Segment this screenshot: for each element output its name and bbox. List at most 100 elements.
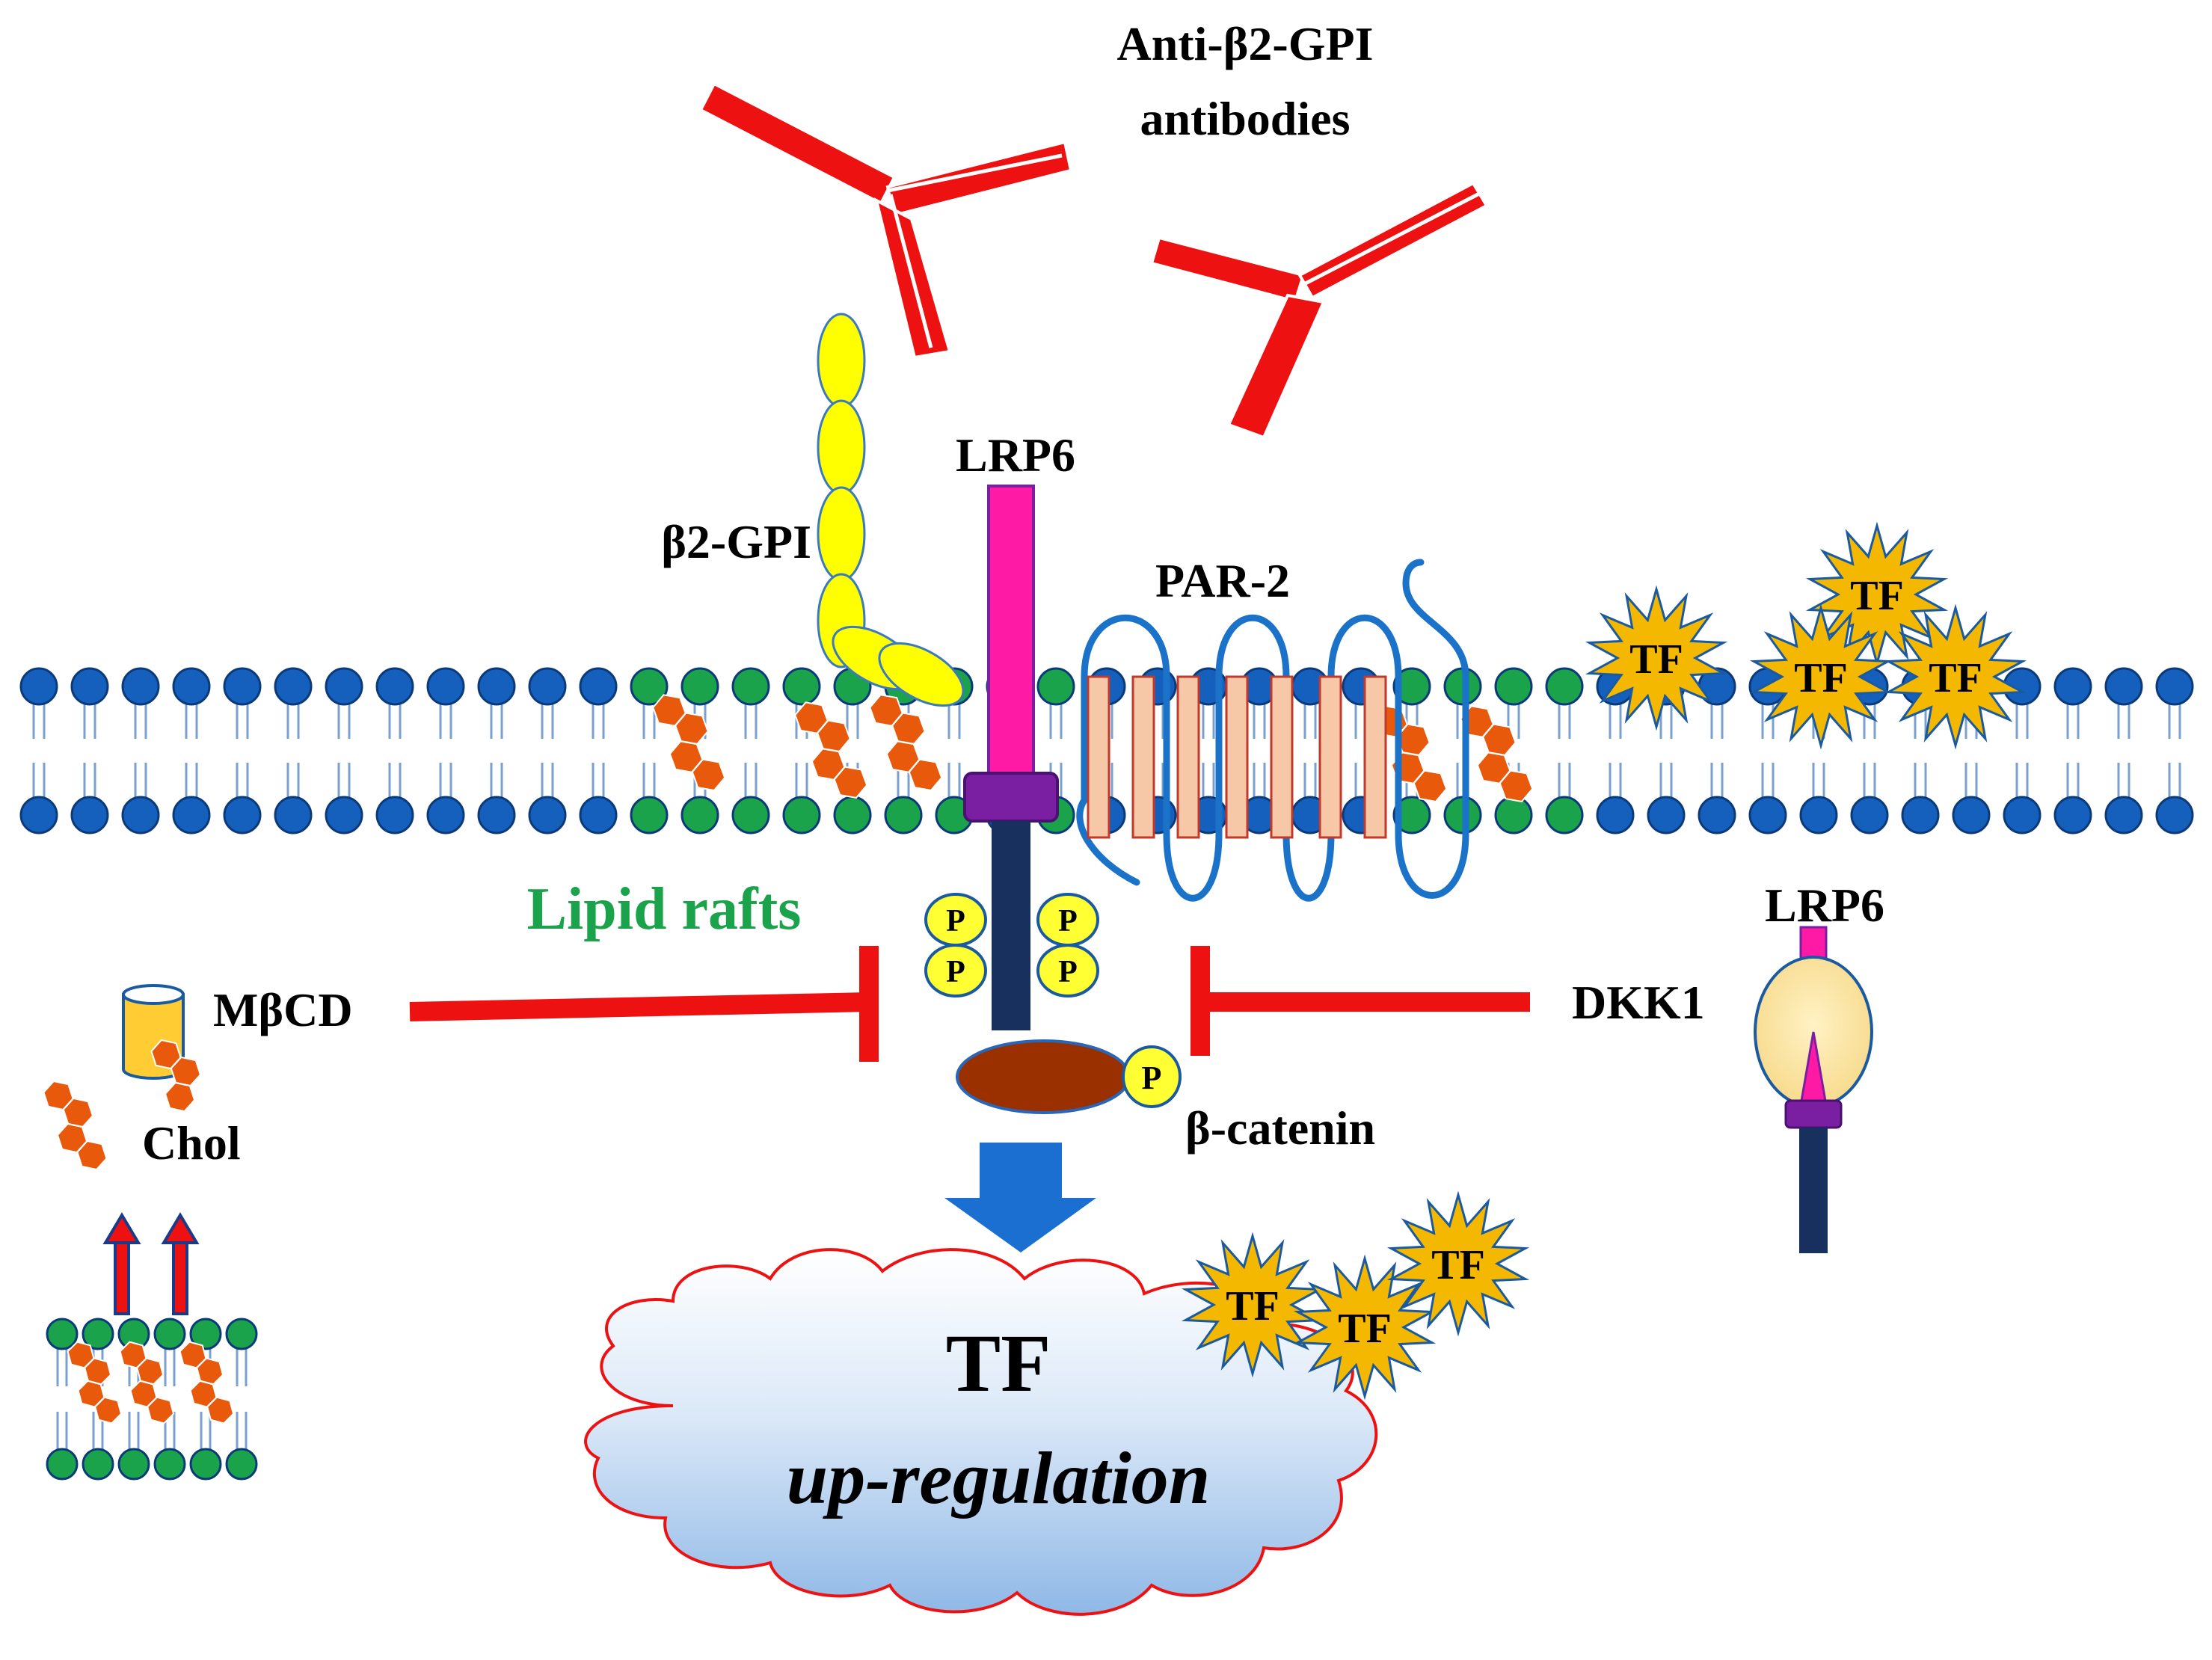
lipid-head	[426, 667, 465, 706]
lipid-head	[630, 667, 669, 706]
mbcd-inhibition-line	[409, 992, 870, 1021]
lipid-head	[2053, 796, 2092, 834]
small-membrane-lipid	[46, 1318, 79, 1481]
lipid-head	[731, 667, 770, 706]
membrane-lipid	[19, 667, 58, 834]
anti-b2gpi-antibodies	[698, 82, 1489, 440]
lrp6-dkk1-complex	[1754, 926, 1873, 1253]
lipid-head	[274, 796, 313, 834]
tf-star-shape	[1884, 603, 2027, 750]
lipid-head	[2104, 796, 2143, 834]
tf-cloud	[584, 1248, 1378, 1616]
small-membrane-lipid	[82, 1318, 114, 1481]
tf-star-label: TF	[1338, 1306, 1392, 1352]
lipid-head	[681, 796, 719, 834]
lipid-head	[2003, 796, 2042, 834]
membrane-lipid	[528, 667, 567, 834]
lipid-head	[225, 1448, 258, 1481]
lipid-head	[1545, 796, 1584, 834]
cholesterol-molecule	[652, 694, 726, 792]
cholesterol-ring	[76, 1140, 108, 1171]
lipid-head	[528, 796, 567, 834]
lipid-head	[2053, 667, 2092, 706]
lipid-head	[223, 796, 262, 834]
lipid-head	[1036, 667, 1075, 706]
phospho-label: P	[946, 904, 965, 938]
membrane-lipid	[477, 667, 516, 834]
tf-star-shape	[1585, 585, 1728, 731]
par2-helix	[1087, 675, 1110, 839]
lrp6-receptor	[963, 485, 1059, 1030]
lipid-head	[1901, 796, 1940, 834]
lipid-head	[225, 1318, 258, 1350]
labels: Anti-β2-GPI antibodies β2-GPI LRP6 PAR-2…	[142, 17, 1884, 1519]
tf-star-shape	[1293, 1254, 1437, 1401]
lipid-head	[274, 667, 313, 706]
phospho-group: P	[1036, 893, 1099, 947]
cholesterol-ring	[1499, 769, 1534, 803]
small-membrane-lipid	[225, 1318, 258, 1481]
par2-receptor	[1076, 559, 1469, 902]
beta-catenin-protein: P	[956, 1039, 1182, 1114]
cholesterol-ring	[206, 1396, 235, 1424]
lipid-head	[172, 667, 211, 706]
lrp6-side-label: LRP6	[1765, 879, 1884, 932]
lipid-head	[375, 667, 414, 706]
tf-star-label: TF	[1929, 655, 1982, 701]
phospho-label: P	[1058, 955, 1078, 989]
lipid-head	[426, 796, 465, 834]
cholesterol-ring	[691, 758, 726, 792]
phospho-label: P	[946, 955, 965, 989]
dkk1-label: DKK1	[1572, 976, 1705, 1029]
cholesterol-molecule	[1460, 705, 1534, 803]
lipid-head	[731, 796, 770, 834]
lipid-head	[528, 667, 567, 706]
lipid-head	[1698, 796, 1736, 834]
lipid-head	[1545, 667, 1584, 706]
phospho-group: P	[924, 944, 987, 997]
lipid-head	[121, 667, 160, 706]
tf-star: TF	[1181, 1232, 1324, 1378]
lipid-head	[477, 667, 516, 706]
lipid-head	[19, 796, 58, 834]
tf-star: TF	[1293, 1254, 1437, 1401]
lipid-head	[1392, 796, 1431, 834]
par2-label: PAR-2	[1155, 554, 1290, 607]
b2gpi-label: β2-GPI	[661, 515, 811, 568]
membrane-lipid	[325, 667, 363, 834]
lipid-head	[375, 796, 414, 834]
lipid-head	[579, 667, 618, 706]
membrane-lipid	[70, 667, 109, 834]
cholesterol-molecule	[794, 701, 868, 799]
membrane-lipid	[2053, 667, 2092, 834]
cholesterol-molecule	[869, 694, 943, 792]
membrane-lipid	[579, 667, 618, 834]
cholesterol-molecule	[179, 1341, 235, 1424]
lipid-head	[1748, 796, 1787, 834]
tf-star: TF	[1884, 603, 2027, 750]
lipid-head	[833, 796, 872, 834]
phospho-group: P	[1036, 944, 1099, 997]
beta-catenin-label: β-catenin	[1185, 1101, 1375, 1155]
cholesterol-ring	[94, 1396, 123, 1424]
cholesterol-molecule	[67, 1341, 123, 1424]
raft-lipid	[630, 667, 669, 834]
cholesterol-molecule	[150, 1039, 202, 1113]
tf-star: TF	[1585, 585, 1728, 731]
raft-lipid	[731, 667, 770, 834]
lipid-head	[782, 667, 821, 706]
antibody-right	[1149, 181, 1489, 440]
phospho-group: P	[924, 893, 987, 947]
lipid-head	[46, 1318, 79, 1350]
free-cholesterol	[43, 1039, 202, 1171]
lipid-head	[19, 667, 58, 706]
lipid-head	[121, 796, 160, 834]
par2-helix	[1363, 675, 1387, 839]
lipid-head	[1596, 796, 1635, 834]
tf-star-label: TF	[1794, 655, 1848, 701]
lipid-head	[1952, 796, 1991, 834]
par2-helices	[1087, 675, 1387, 839]
lipid-head	[46, 1448, 79, 1481]
lipid-head	[82, 1448, 114, 1481]
